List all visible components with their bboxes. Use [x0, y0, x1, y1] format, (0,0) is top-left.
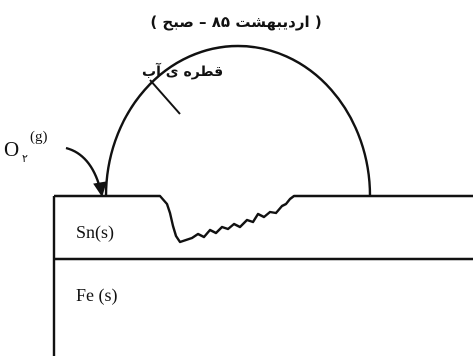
oxygen-subscript: ۲ — [22, 152, 28, 165]
oxygen-label: O ۲ (g) — [4, 129, 48, 165]
oxygen-arrowhead — [94, 182, 106, 196]
iron-layer-label: Fe (s) — [76, 285, 118, 306]
water-drop-label: قطره ی آب — [142, 62, 223, 80]
tin-layer-surface — [54, 196, 473, 242]
water-drop-leader-line — [150, 80, 180, 114]
diagram-caption: ( اردیبهشت ۸۵ – صبح ) — [150, 13, 321, 31]
oxygen-symbol: O — [4, 137, 19, 161]
tin-layer-label: Sn(s) — [76, 222, 114, 243]
oxygen-state: (g) — [30, 129, 48, 145]
oxygen-arrow — [66, 148, 100, 188]
